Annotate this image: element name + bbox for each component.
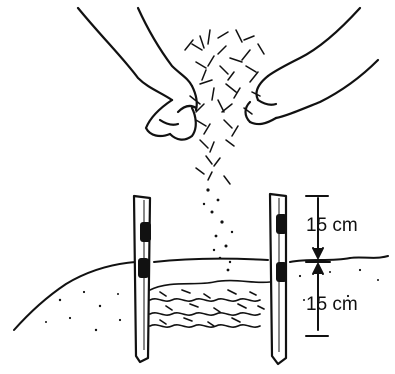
right-stake [270, 194, 287, 364]
left-stake [134, 196, 151, 362]
mulch-layer [150, 281, 270, 328]
upper-depth-label: 15 cm [306, 215, 358, 236]
right-hand-icon [246, 8, 379, 124]
lower-depth-label: 15 cm [306, 294, 358, 315]
left-hand-icon [78, 8, 197, 140]
